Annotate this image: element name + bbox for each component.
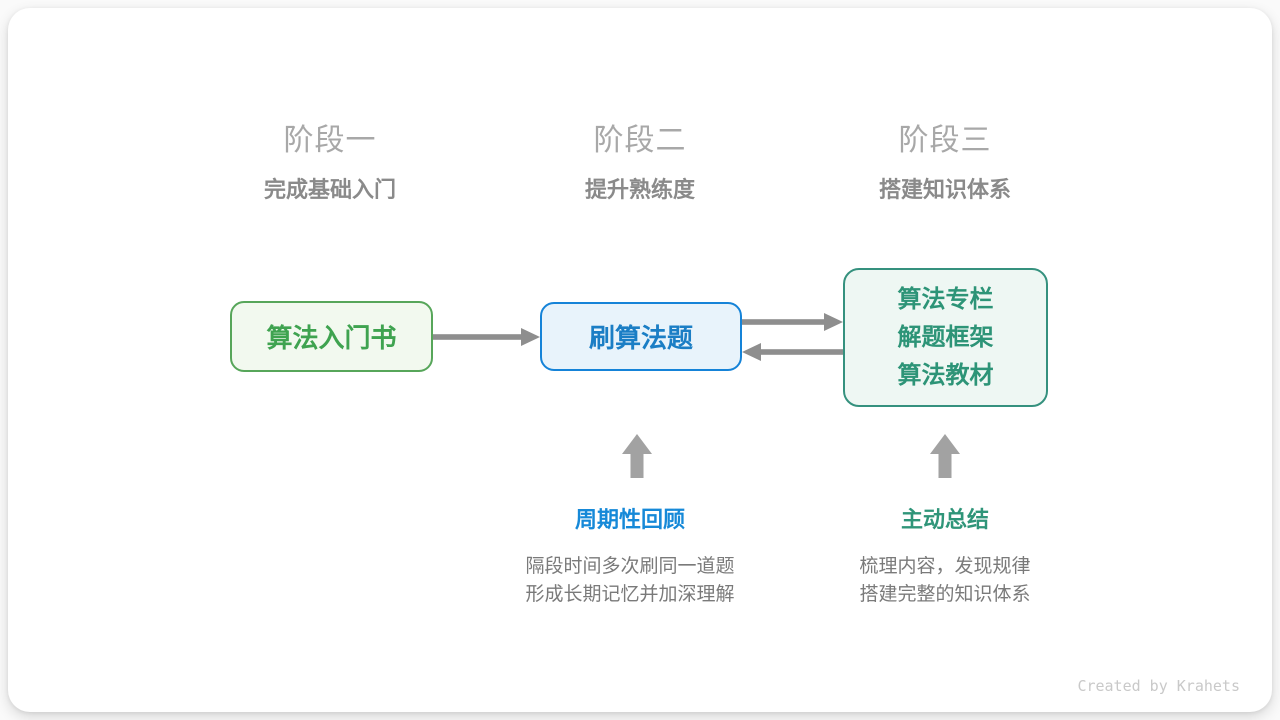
arrow-left-icon bbox=[742, 343, 843, 361]
stage-1-title: 阶段一 bbox=[283, 124, 377, 157]
stage-3-subtitle: 搭建知识体系 bbox=[878, 177, 1011, 202]
node-knowledge-line-2: 解题框架 bbox=[897, 323, 994, 351]
stage-1-header: 阶段一 完成基础入门 bbox=[180, 120, 480, 204]
arrow-right-icon bbox=[742, 313, 843, 331]
node-knowledge-line-1: 算法专栏 bbox=[897, 285, 994, 313]
stage-2-header: 阶段二 提升熟练度 bbox=[490, 120, 790, 204]
arrow-up-icon bbox=[930, 434, 960, 478]
stage-2-subtitle: 提升熟练度 bbox=[584, 177, 695, 202]
diagram-card: 阶段一 完成基础入门 阶段二 提升熟练度 阶段三 搭建知识体系 算法入门书 刷算… bbox=[8, 8, 1272, 712]
node-knowledge-line-3: 算法教材 bbox=[897, 361, 994, 389]
annotation-desc-line: 隔段时间多次刷同一道题 bbox=[525, 556, 735, 577]
annotation-active-summary-title: 主动总结 bbox=[900, 507, 989, 532]
annotation-desc-line: 搭建完整的知识体系 bbox=[859, 583, 1031, 605]
annotation-periodic-review-title: 周期性回顾 bbox=[574, 507, 685, 532]
node-knowledge-system: 算法专栏 解题框架 算法教材 bbox=[843, 268, 1048, 407]
annotation-desc-line: 形成长期记忆并加深理解 bbox=[525, 583, 735, 605]
stage-1-subtitle: 完成基础入门 bbox=[263, 177, 396, 202]
stage-2-title: 阶段二 bbox=[593, 124, 687, 157]
node-practice-problems: 刷算法题 bbox=[540, 302, 742, 371]
arrow-up-icon bbox=[622, 434, 652, 478]
watermark-credit: Created by Krahets bbox=[1077, 677, 1240, 695]
stage-3-header: 阶段三 搭建知识体系 bbox=[795, 120, 1095, 204]
annotation-periodic-review-desc: 隔段时间多次刷同一道题 形成长期记忆并加深理解 bbox=[470, 553, 790, 608]
node-practice-problems-label: 刷算法题 bbox=[588, 323, 693, 353]
annotation-desc-line: 梳理内容，发现规律 bbox=[859, 556, 1031, 577]
annotation-active-summary: 主动总结 梳理内容，发现规律 搭建完整的知识体系 bbox=[785, 505, 1105, 608]
annotation-periodic-review: 周期性回顾 隔段时间多次刷同一道题 形成长期记忆并加深理解 bbox=[470, 505, 790, 608]
node-algorithm-intro-book: 算法入门书 bbox=[230, 301, 433, 372]
stage-3-title: 阶段三 bbox=[898, 124, 992, 157]
node-algorithm-intro-book-label: 算法入门书 bbox=[266, 323, 397, 353]
annotation-active-summary-desc: 梳理内容，发现规律 搭建完整的知识体系 bbox=[785, 553, 1105, 608]
arrow-right-icon bbox=[433, 328, 540, 346]
